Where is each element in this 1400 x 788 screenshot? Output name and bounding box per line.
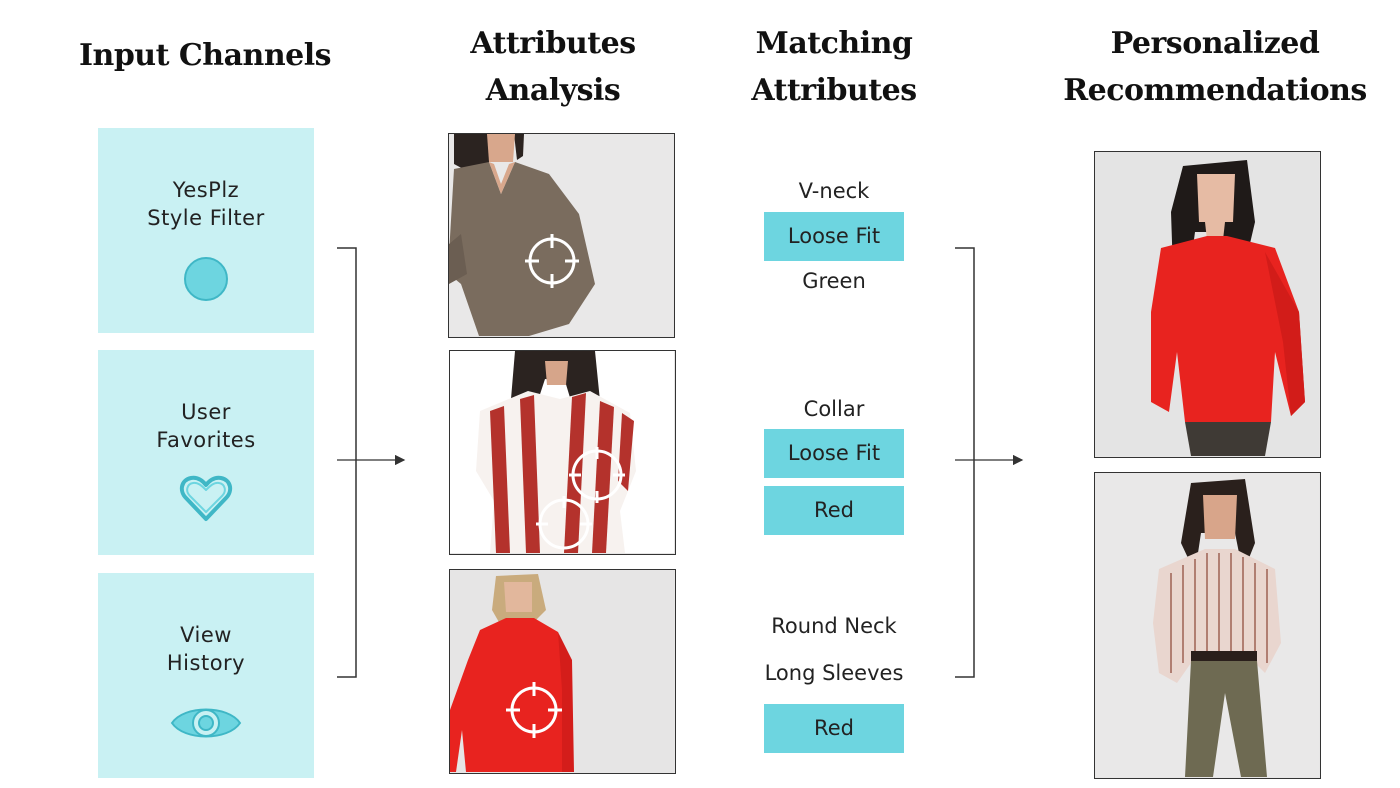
- channel-label-style-filter: YesPlz Style Filter: [147, 178, 265, 230]
- analysis-photo-striped-shirt: [449, 350, 676, 555]
- channel-view-history: View History: [98, 573, 314, 778]
- attr-round-neck: Round Neck: [771, 614, 897, 638]
- heading-input-channels: Input Channels: [78, 38, 332, 73]
- analysis-photo-red-sweater: [449, 569, 676, 774]
- eye-icon: [169, 700, 243, 750]
- analysis-photo-green-top: [448, 133, 675, 338]
- attr-green: Green: [802, 269, 866, 293]
- channel-label-view-history: View History: [166, 623, 246, 675]
- heading-personalized-recommendations: Personalized Recommendations: [1063, 26, 1367, 108]
- attr-collar: Collar: [803, 397, 865, 421]
- recommendation-photo-red-sweater: [1094, 151, 1321, 458]
- channel-style-filter: YesPlz Style Filter: [98, 128, 314, 333]
- attr-tag-loose-fit-2: Loose Fit: [764, 429, 904, 478]
- heart-icon: [178, 474, 234, 528]
- channel-label-user-favorites: User Favorites: [156, 400, 256, 452]
- channel-user-favorites: User Favorites: [98, 350, 314, 555]
- attr-v-neck: V-neck: [798, 179, 870, 203]
- attr-tag-loose-fit-1: Loose Fit: [764, 212, 904, 261]
- attr-tag-red-1: Red: [764, 486, 904, 535]
- recommendation-photo-striped-blouse: [1094, 472, 1321, 779]
- attr-tag-red-2: Red: [764, 704, 904, 753]
- heading-matching-attributes: Matching Attributes: [751, 26, 917, 108]
- attr-long-sleeves: Long Sleeves: [764, 661, 904, 685]
- circle-icon: [182, 255, 230, 307]
- heading-attributes-analysis: Attributes Analysis: [470, 26, 636, 108]
